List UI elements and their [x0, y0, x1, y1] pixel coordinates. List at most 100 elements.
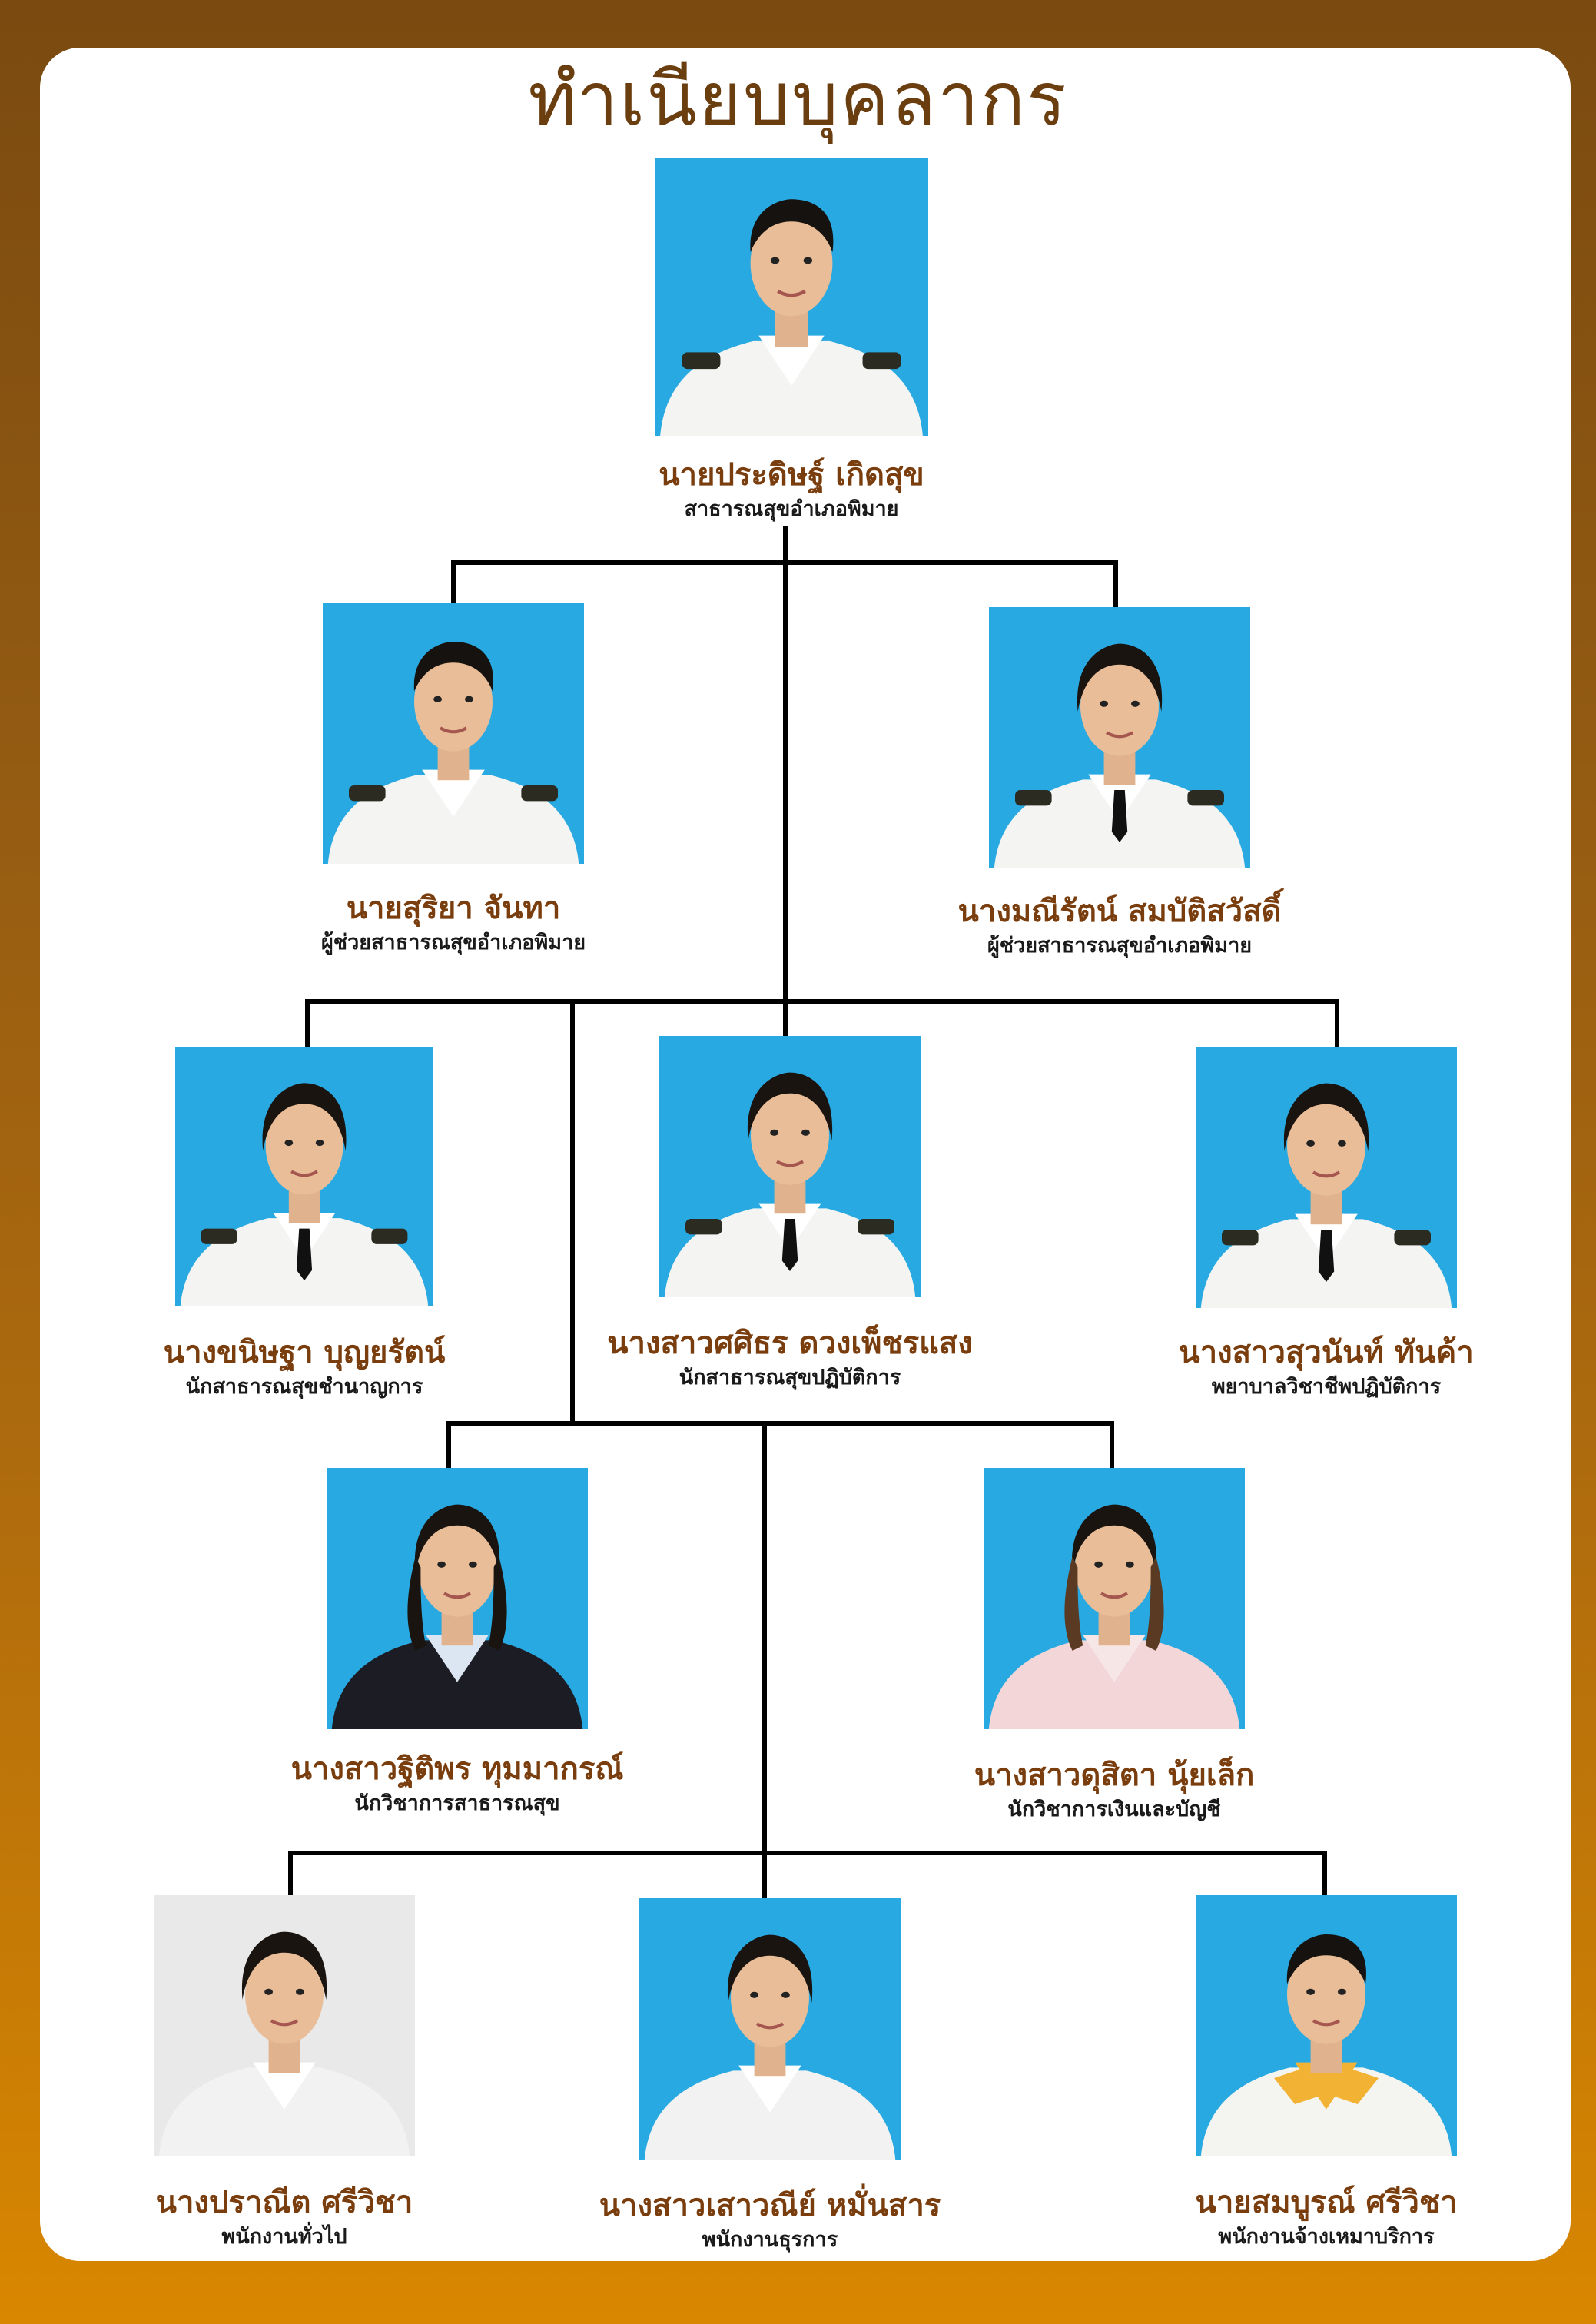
person-role: พนักงานธุรการ	[702, 2228, 838, 2252]
person-name: นางสาวศศิธร ดวงเพ็ชรแสง	[607, 1326, 973, 1361]
portrait-graphic	[639, 1898, 901, 2160]
person-role: ผู้ช่วยสาธารณสุขอำเภอพิมาย	[320, 931, 586, 954]
portrait-eye-left	[284, 1140, 294, 1147]
portrait-body	[158, 2067, 410, 2156]
portrait-eye-right	[781, 1991, 790, 1998]
portrait-long-hair	[407, 1556, 507, 1651]
person-name: นายประดิษฐ์ เกิดสุข	[659, 457, 924, 493]
portrait-body	[988, 1640, 1240, 1729]
portrait-hair	[727, 1934, 813, 2003]
portrait-mouth	[1100, 1592, 1129, 1599]
person-role: สาธารณสุขอำเภอพิมาย	[684, 497, 899, 521]
portrait-hair	[1283, 1083, 1369, 1151]
portrait-eye-left	[437, 1561, 446, 1568]
person-name: นางขนิษฐา บุญยรัตน์	[163, 1335, 446, 1370]
portrait-body	[660, 340, 923, 436]
portrait-face	[265, 1096, 343, 1195]
portrait-mouth	[439, 726, 468, 734]
portrait-eye-right	[1337, 1140, 1346, 1147]
portrait-eye-left	[770, 257, 780, 264]
portrait-face	[751, 1085, 829, 1185]
portrait-eye-left	[1306, 1140, 1316, 1147]
epaulette-right	[1394, 1230, 1431, 1246]
portrait-hair	[747, 1072, 833, 1140]
person-role: พนักงานจ้างเหมาบริการ	[1218, 2225, 1435, 2249]
connector-level-5-drops	[288, 1851, 1327, 1901]
portrait-graphic	[1196, 1895, 1457, 2156]
portrait-mouth	[755, 2022, 785, 2030]
epaulette-right	[862, 352, 901, 370]
portrait-collar	[426, 1635, 489, 1682]
portrait-eye-right	[801, 1129, 810, 1136]
portrait-collar	[1295, 2062, 1358, 2110]
portrait-mouth	[443, 1592, 472, 1599]
portrait-eye-left	[264, 1988, 274, 1995]
portrait-face	[414, 652, 493, 752]
portrait-body	[1200, 2067, 1452, 2156]
portrait-eye-right	[468, 1561, 477, 1568]
epaulette-left	[685, 1219, 722, 1235]
portrait-face	[1287, 1944, 1365, 2044]
portrait-eye-left	[750, 1991, 759, 1998]
person-name: นายสมบูรณ์ ศรีวิชา	[1195, 2185, 1458, 2220]
portrait-body	[327, 775, 579, 864]
portrait-body	[644, 2070, 896, 2160]
shirt-collar-trim	[1274, 2067, 1379, 2104]
portrait-face	[731, 1947, 809, 2047]
portrait-face	[418, 1517, 496, 1617]
necktie	[296, 1228, 313, 1281]
necktie	[781, 1219, 798, 1271]
portrait-graphic	[659, 1036, 921, 1297]
portrait-graphic	[655, 158, 928, 436]
portrait-graphic	[984, 1468, 1245, 1729]
portrait-collar	[738, 2065, 801, 2113]
epaulette-left	[682, 352, 721, 370]
epaulette-left	[1015, 790, 1052, 806]
portrait-hair	[1077, 643, 1163, 712]
person-role: นักสาธารณสุขปฏิบัติการ	[679, 1366, 901, 1389]
portrait-photo	[175, 1047, 433, 1306]
connector-level-2-drops	[451, 560, 1118, 609]
portrait-hair	[241, 1931, 327, 2000]
portrait-eye-right	[295, 1988, 304, 1995]
person-role: พยาบาลวิชาชีพปฏิบัติการ	[1211, 1375, 1442, 1399]
person-name: นางปราณีต ศรีวิชา	[155, 2185, 413, 2220]
connector-level-3-drops	[305, 999, 1339, 1049]
portrait-hair	[1071, 1504, 1157, 1572]
portrait-graphic	[1196, 1047, 1457, 1308]
portrait-face	[245, 1944, 324, 2044]
portrait-collar	[422, 769, 485, 817]
portrait-hair	[1286, 1934, 1366, 1984]
portrait-photo	[639, 1898, 901, 2160]
epaulette-left	[201, 1228, 237, 1244]
portrait-photo	[659, 1036, 921, 1297]
portrait-collar	[758, 335, 825, 386]
portrait-mouth	[270, 2019, 299, 2027]
portrait-hair	[414, 1504, 500, 1572]
portrait-photo	[655, 158, 928, 436]
portrait-eye-left	[433, 696, 443, 702]
person-name: นายสุริยา จันทา	[346, 891, 561, 926]
epaulette-right	[371, 1228, 408, 1244]
portrait-photo	[984, 1468, 1245, 1729]
portrait-photo	[1196, 1047, 1457, 1308]
portrait-photo	[327, 1468, 588, 1729]
epaulette-left	[349, 785, 386, 802]
portrait-collar	[1083, 1635, 1146, 1682]
epaulette-left	[1222, 1230, 1259, 1246]
portrait-mouth	[777, 289, 806, 297]
portrait-eye-right	[803, 257, 813, 264]
portrait-hair	[750, 199, 834, 253]
person-name: นางสาวฐิติพร ทุมมากรณ์	[290, 1751, 624, 1787]
necktie	[1111, 790, 1128, 842]
portrait-eye-right	[464, 696, 473, 702]
portrait-mouth	[775, 1160, 805, 1167]
portrait-graphic	[327, 1468, 588, 1729]
portrait-mouth	[1105, 731, 1134, 739]
person-role: นักวิชาการเงินและบัญชี	[1007, 1798, 1221, 1821]
portrait-photo	[989, 607, 1250, 868]
portrait-graphic	[175, 1047, 433, 1306]
person-role: พนักงานทั่วไป	[221, 2225, 347, 2249]
portrait-eye-left	[1094, 1561, 1103, 1568]
